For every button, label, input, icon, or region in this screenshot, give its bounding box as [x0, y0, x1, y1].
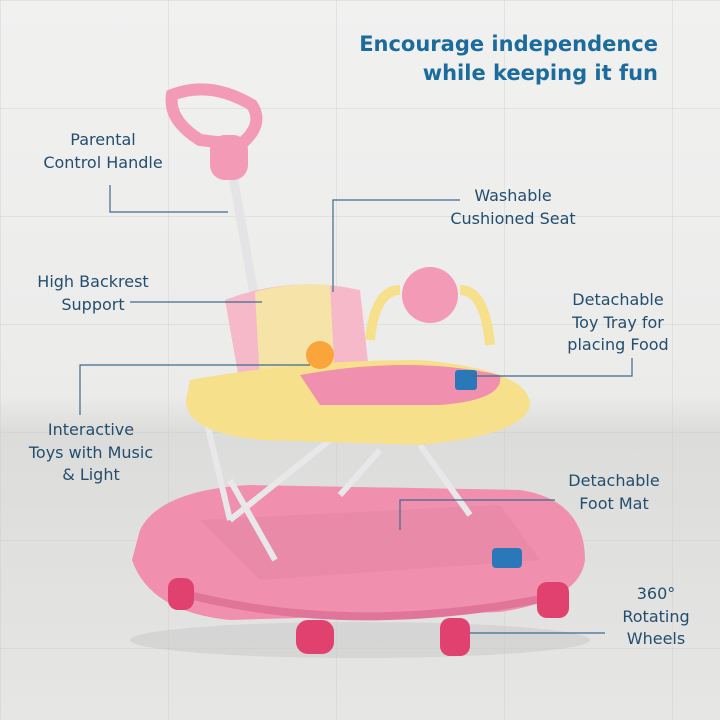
giraffe-toy: [402, 267, 458, 323]
feature-label-line: Parental: [70, 130, 136, 149]
feature-foot-mat: Detachable Foot Mat: [550, 470, 678, 515]
frame: [202, 414, 473, 562]
foot-mat: [200, 505, 540, 580]
feature-high-backrest: High Backrest Support: [20, 271, 166, 316]
feature-washable-seat: Washable Cushioned Seat: [435, 185, 591, 230]
wheels: [168, 578, 569, 656]
feature-label-line: Toy Tray for: [572, 312, 664, 332]
music-toy: [306, 341, 334, 369]
headline: Encourage independence while keeping it …: [359, 30, 658, 88]
toy-tray: [300, 365, 501, 405]
feature-label-line: Detachable: [572, 290, 664, 309]
feature-label-line: Toys with Music: [28, 442, 154, 462]
feature-label-line: 360°: [636, 584, 676, 603]
leader-lines: [79, 185, 633, 634]
feature-label-line: Foot Mat: [579, 493, 649, 513]
feature-label-line: Interactive: [47, 420, 135, 439]
feature-label-line: High Backrest: [37, 272, 149, 291]
headline-line-2: while keeping it fun: [422, 61, 658, 85]
feature-label-line: Cushioned Seat: [450, 208, 576, 228]
feature-label-line: placing Food: [567, 335, 669, 354]
feature-toy-tray: Detachable Toy Tray for placing Food: [550, 289, 686, 357]
feature-label-line: Detachable: [568, 471, 660, 490]
feature-label-line: & Light: [62, 465, 120, 484]
feature-label-line: Rotating: [622, 606, 690, 626]
feature-label-line: Control Handle: [43, 152, 163, 172]
feature-rotating-wheels: 360° Rotating Wheels: [606, 583, 706, 651]
parental-handle: [165, 83, 263, 152]
feature-label-line: Washable: [474, 186, 552, 205]
headline-line-1: Encourage independence: [359, 32, 658, 56]
feature-label-line: Wheels: [626, 629, 686, 648]
feature-label-line: Support: [61, 294, 125, 314]
feature-interactive-toys: Interactive Toys with Music & Light: [14, 419, 168, 487]
handle-pole: [227, 169, 260, 301]
feature-parental-control-handle: Parental Control Handle: [28, 129, 178, 174]
